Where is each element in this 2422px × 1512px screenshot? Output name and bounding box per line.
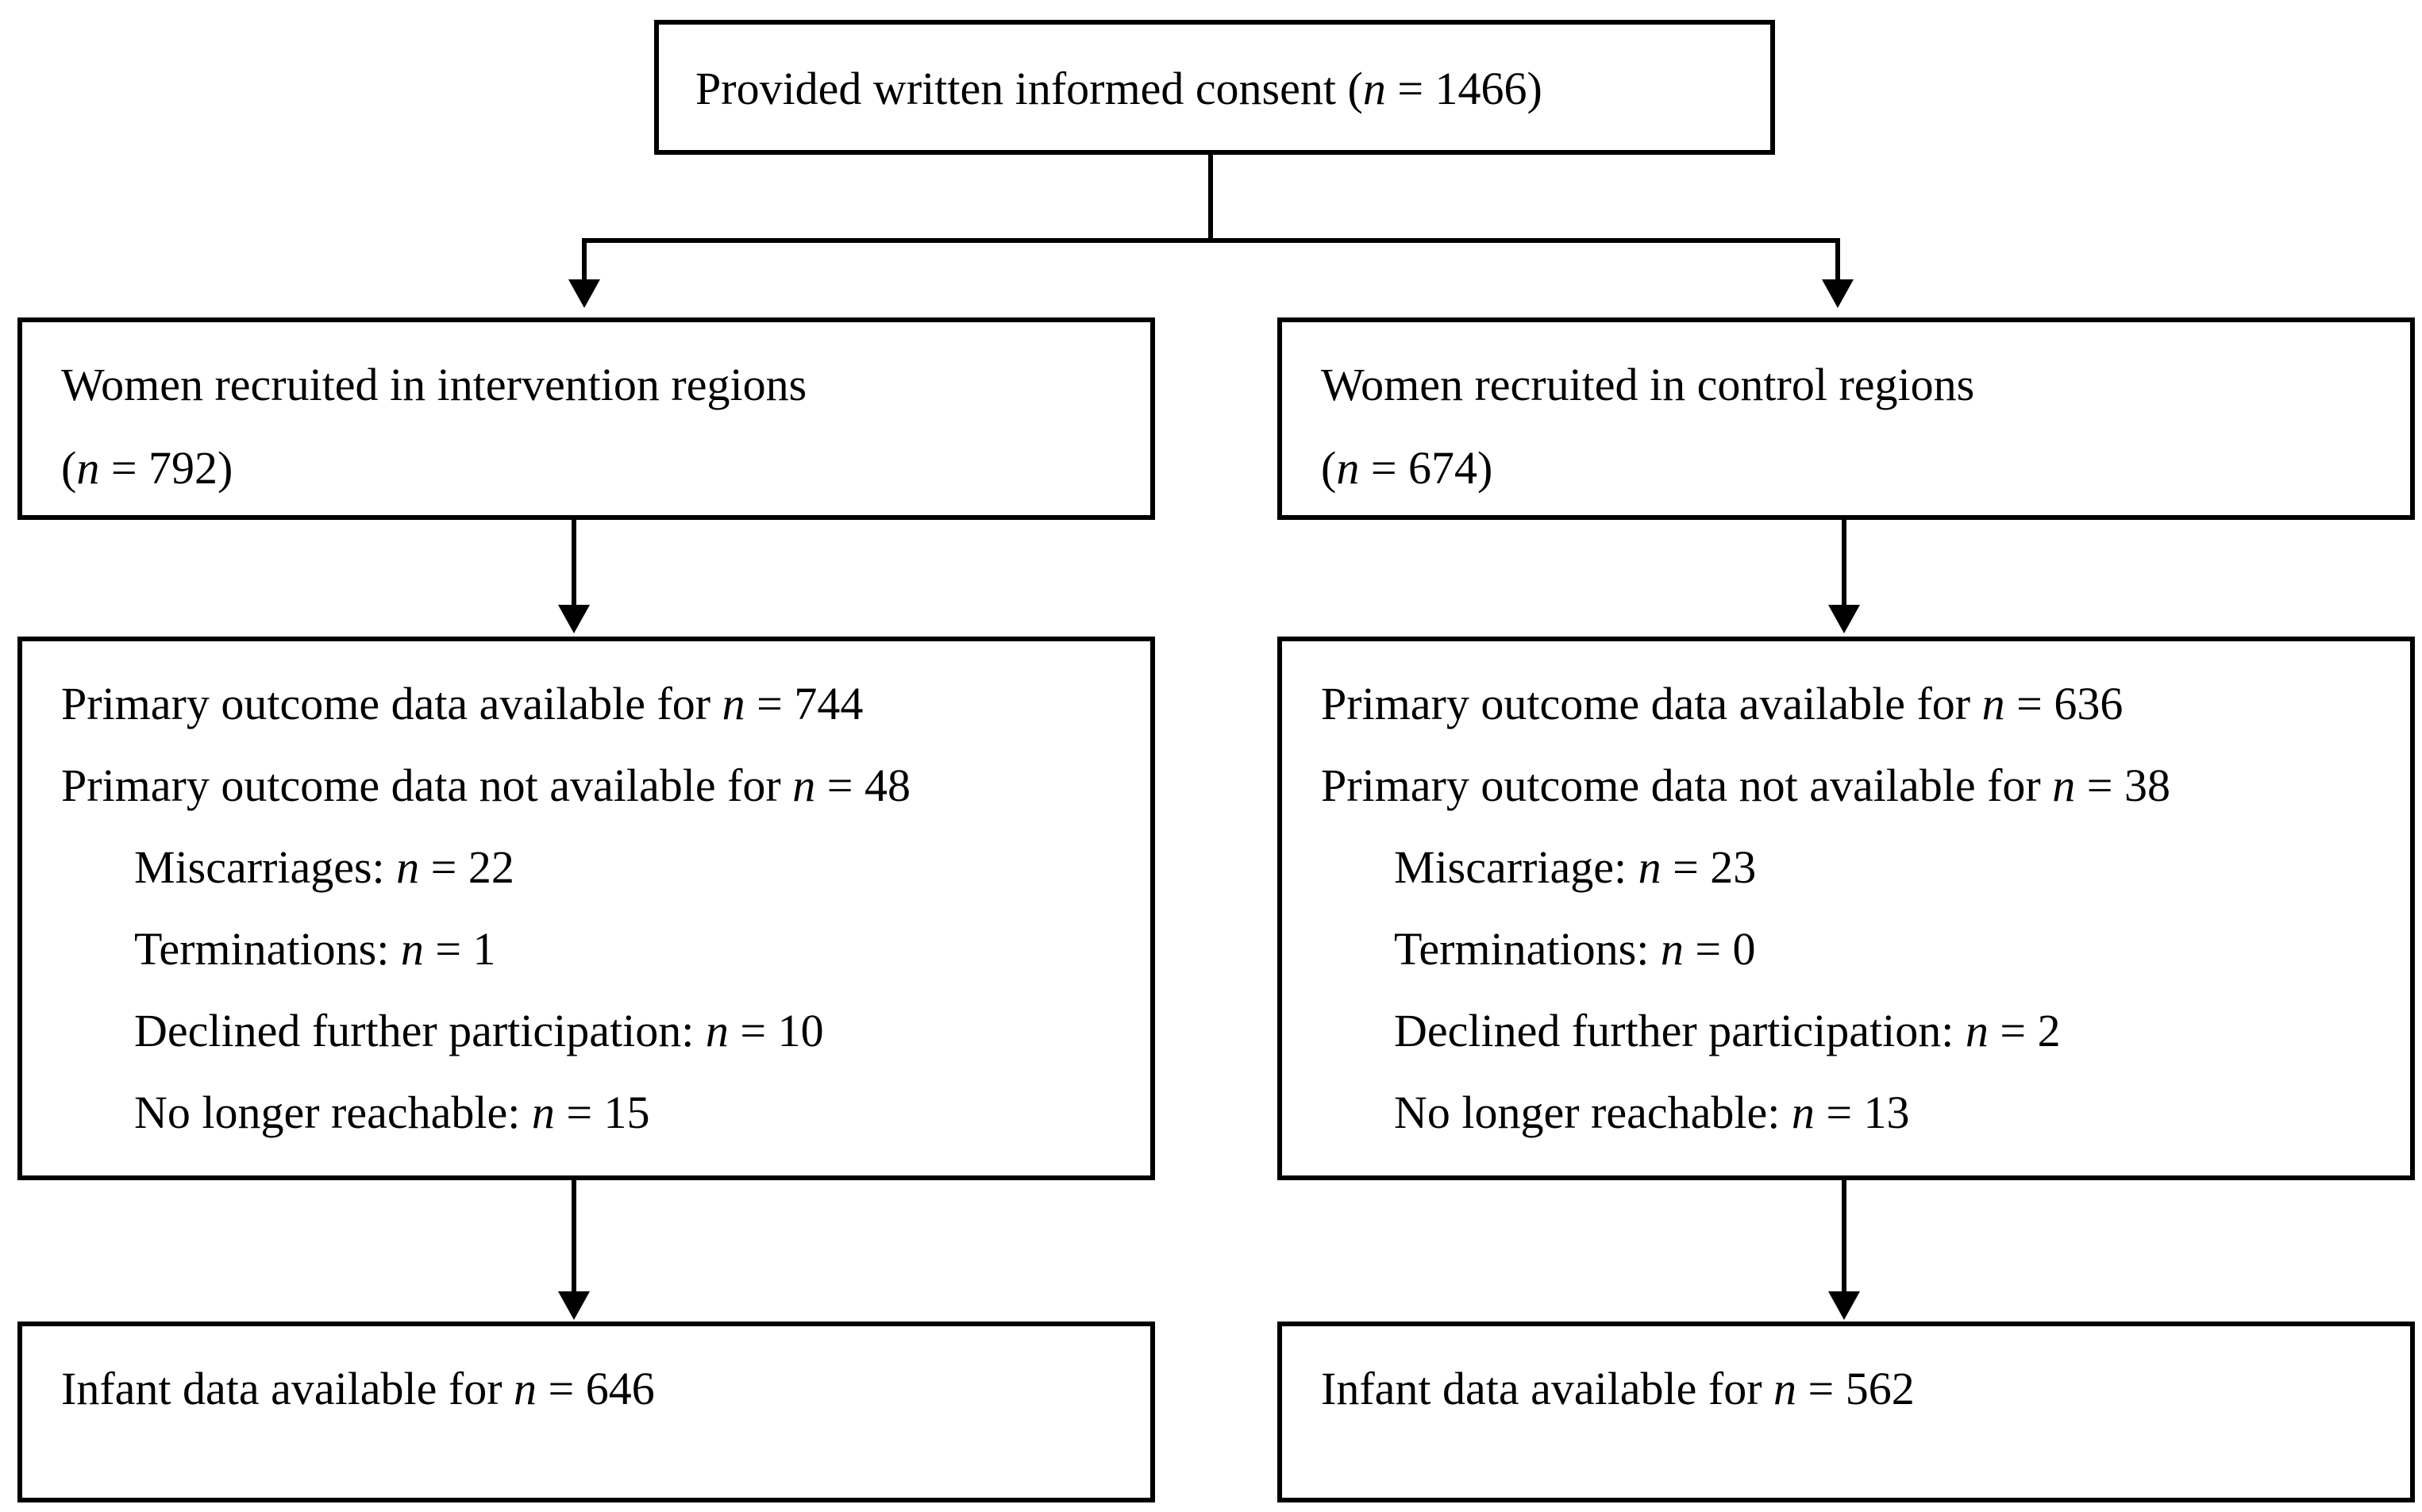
intervention-reason-declined: Declined further participation: n = 10 [134,1005,824,1056]
control-reason-terminations: Terminations: n = 0 [1394,923,1756,975]
arrowhead-control [1822,279,1854,308]
arrowhead-control-mid [1828,605,1860,633]
control-recruited-title: Women recruited in control regions [1321,359,1975,410]
intervention-reason-miscarriages: Miscarriages: n = 22 [134,841,514,893]
intervention-recruited-title: Women recruited in intervention regions [61,359,807,410]
intervention-recruited-box: Women recruited in intervention regions … [17,317,1155,520]
arrowhead-control-bottom [1828,1291,1860,1320]
control-recruited-box: Women recruited in control regions (n = … [1277,317,2415,520]
control-not-available-line: Primary outcome data not available for n… [1321,760,2170,811]
intervention-infant-line: Infant data available for n = 646 [61,1363,655,1414]
consent-text: Provided written informed consent (n = 1… [695,63,1542,114]
arrowhead-intervention [568,279,600,308]
control-reason-declined: Declined further participation: n = 2 [1394,1005,2061,1056]
control-reason-miscarriage: Miscarriage: n = 23 [1394,841,1757,893]
control-infant-line: Infant data available for n = 562 [1321,1363,1915,1414]
arrowhead-intervention-bottom [558,1291,590,1320]
control-infant-box: Infant data available for n = 562 [1277,1322,2415,1502]
intervention-reason-terminations: Terminations: n = 1 [134,923,496,975]
control-reason-unreachable: No longer reachable: n = 13 [1394,1087,1910,1138]
intervention-outcome-box: Primary outcome data available for n = 7… [17,637,1155,1180]
intervention-infant-box: Infant data available for n = 646 [17,1322,1155,1502]
intervention-not-available-line: Primary outcome data not available for n… [61,760,911,811]
control-outcome-box: Primary outcome data available for n = 6… [1277,637,2415,1180]
consent-box: Provided written informed consent (n = 1… [654,20,1775,155]
arrowhead-intervention-mid [558,605,590,633]
control-available-line: Primary outcome data available for n = 6… [1321,678,2124,729]
control-recruited-count: (n = 674) [1321,442,1493,494]
intervention-available-line: Primary outcome data available for n = 7… [61,678,864,729]
intervention-reason-unreachable: No longer reachable: n = 15 [134,1087,650,1138]
intervention-recruited-count: (n = 792) [61,442,233,494]
